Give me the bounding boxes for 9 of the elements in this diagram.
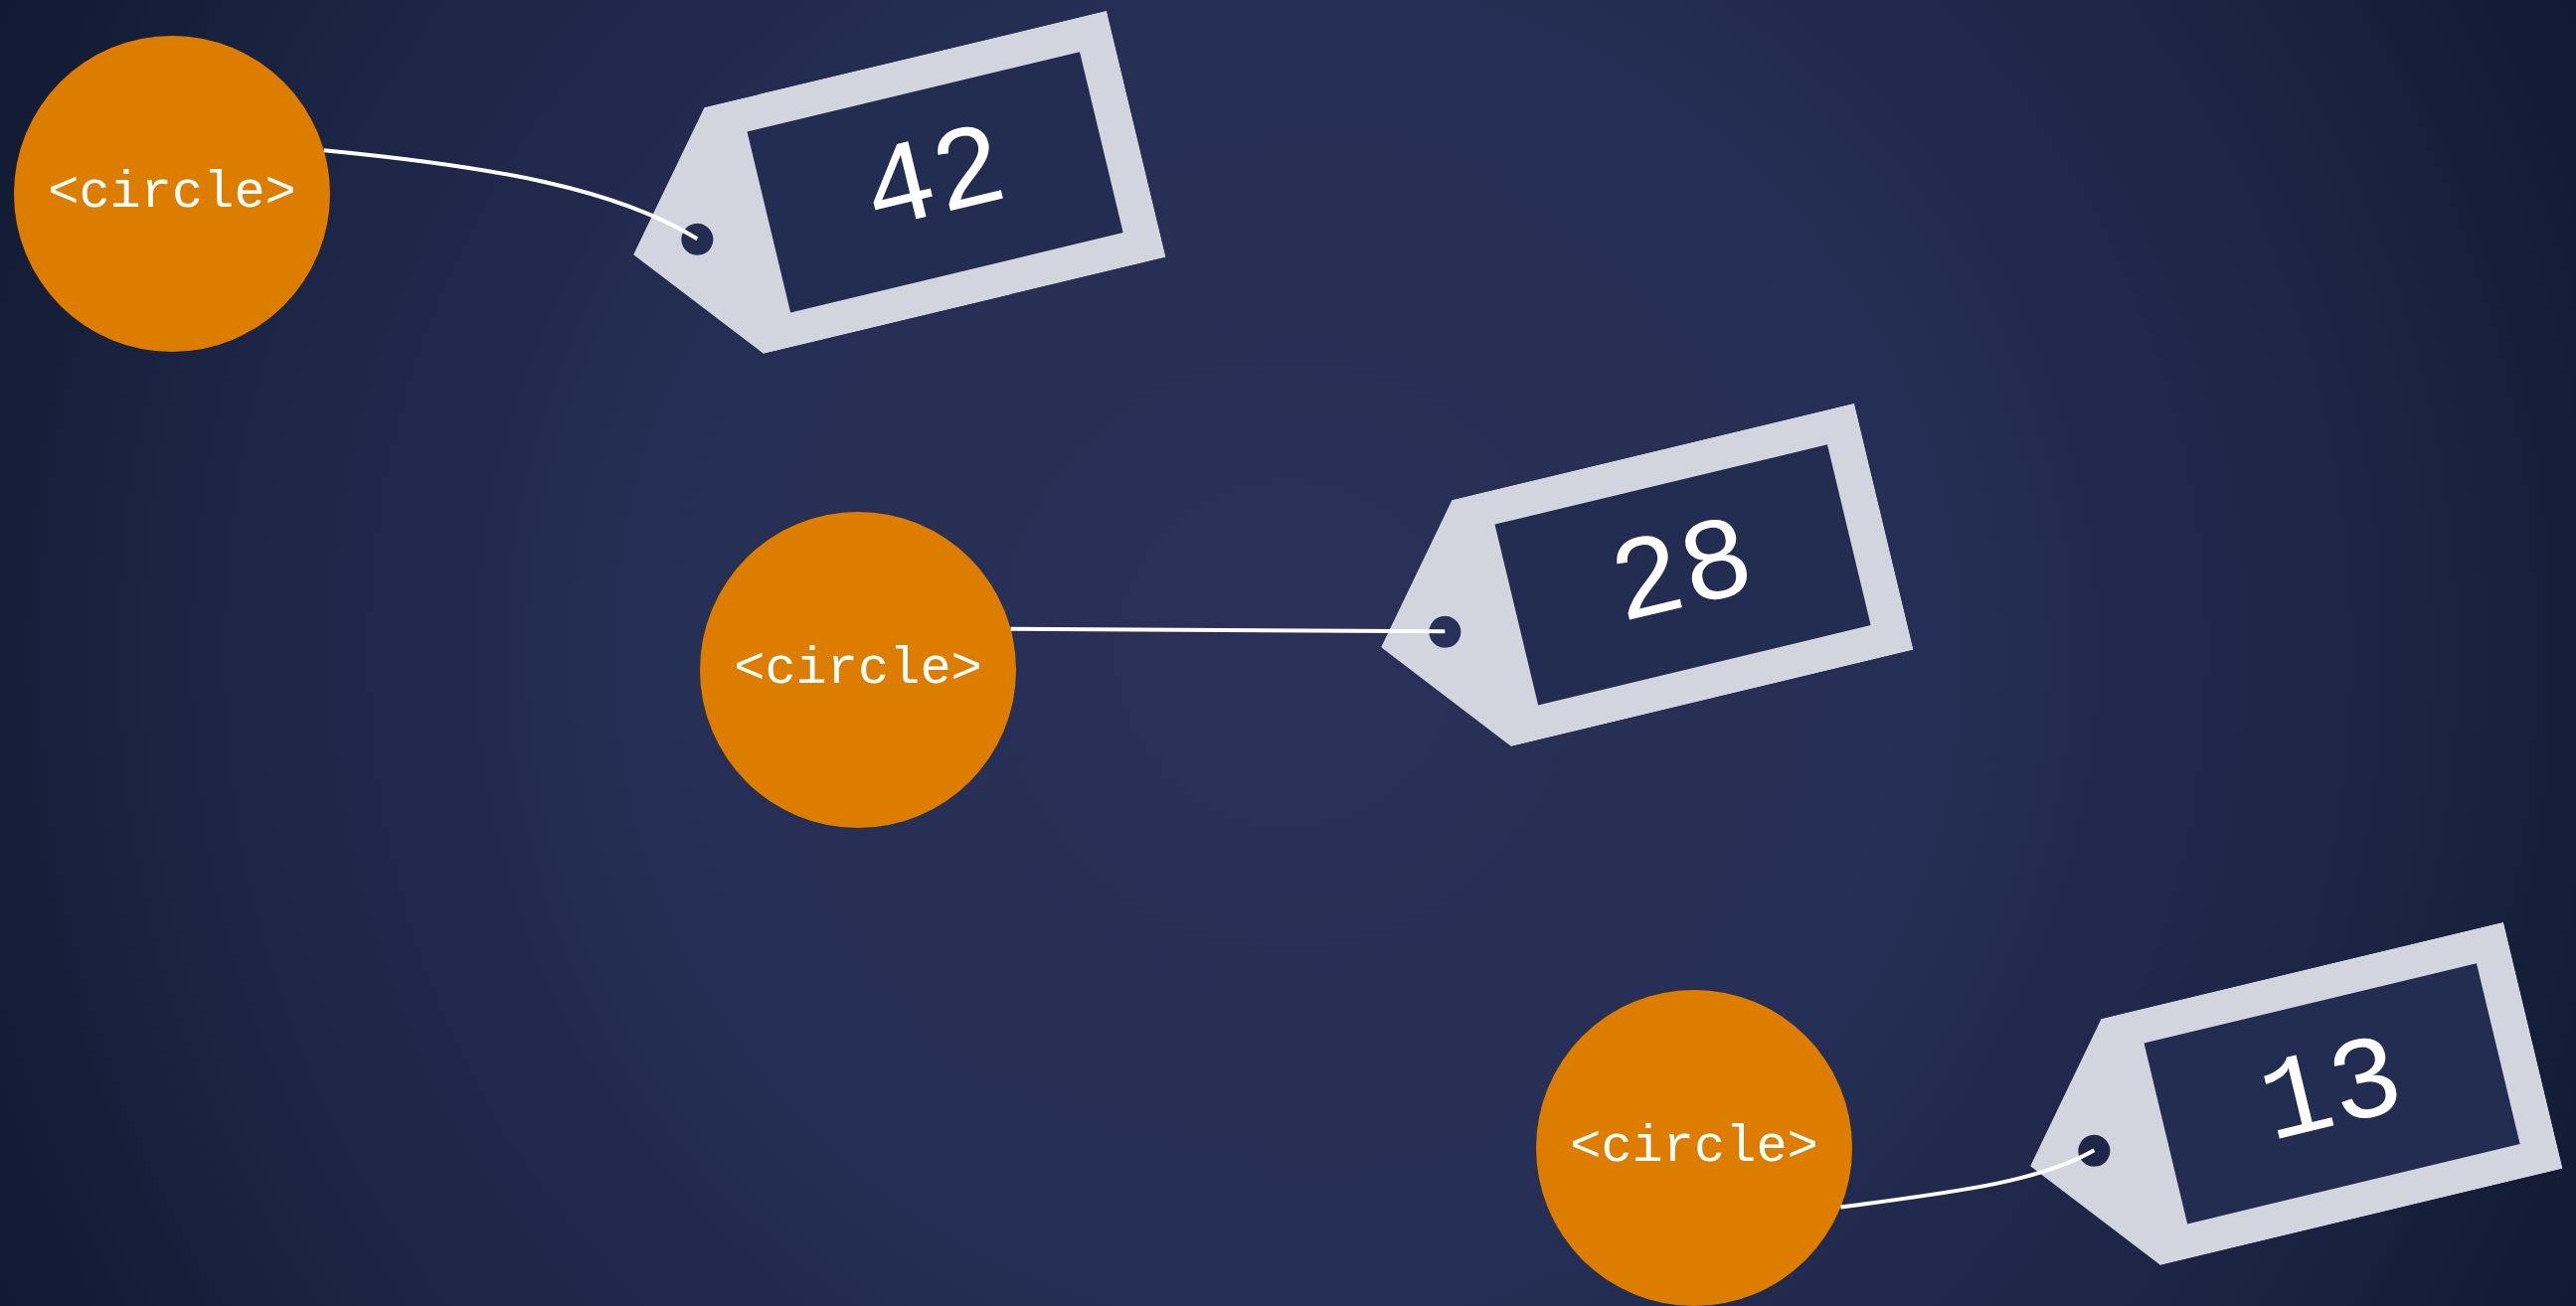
circle-label: <circle>: [734, 644, 982, 696]
tag-number: 13: [2249, 1019, 2415, 1167]
tag-number: 28: [1600, 500, 1766, 648]
string-line: [1010, 626, 1446, 634]
circle-label: <circle>: [48, 168, 296, 220]
string-line: [1840, 1148, 2096, 1210]
circle-label: <circle>: [1570, 1122, 1818, 1174]
string-line: [323, 148, 699, 242]
tag-number: 42: [852, 107, 1018, 255]
